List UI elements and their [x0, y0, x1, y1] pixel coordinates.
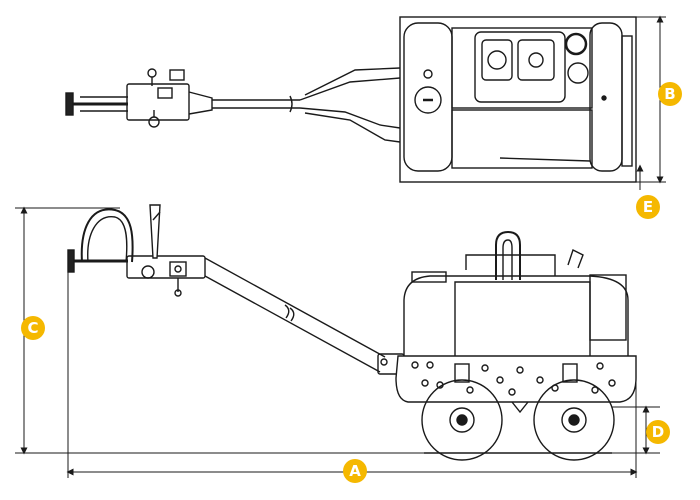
side-handle	[67, 204, 206, 297]
badge-label-e: E	[643, 198, 653, 216]
top-view	[65, 16, 637, 183]
top-handle-control-box	[126, 68, 213, 128]
top-machine-body	[399, 16, 637, 183]
badge-label-d: D	[652, 423, 664, 441]
dimension-badge-c: C	[21, 316, 45, 340]
top-handle-grip	[65, 92, 128, 116]
badge-label-a: A	[349, 462, 361, 480]
side-machine-body	[395, 230, 637, 403]
side-view	[67, 204, 637, 461]
badge-label-b: B	[664, 85, 675, 103]
dimension-badge-b: B	[658, 82, 682, 106]
top-drawbar	[212, 67, 401, 143]
badge-label-c: C	[27, 319, 38, 337]
dimension-badge-d: D	[646, 420, 670, 444]
dimension-badge-e: E	[636, 195, 660, 219]
dimension-badge-a: A	[343, 459, 367, 483]
side-handle-arm	[204, 257, 405, 375]
side-rollers	[421, 379, 615, 461]
